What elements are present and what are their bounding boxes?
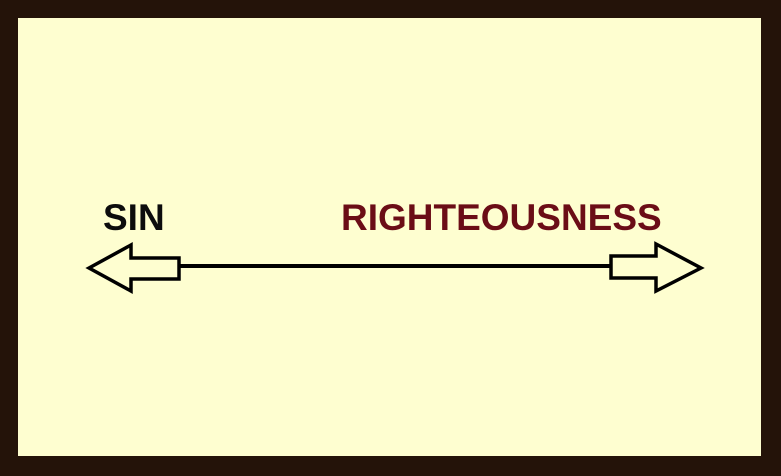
double-arrow-diagram — [85, 241, 705, 294]
hollow-arrow-right-icon — [609, 241, 705, 294]
diagram-panel: SIN RIGHTEOUSNESS — [18, 18, 761, 456]
sin-label: SIN — [103, 197, 165, 238]
hollow-arrow-left-icon — [85, 242, 181, 294]
righteousness-label: RIGHTEOUSNESS — [341, 197, 662, 238]
